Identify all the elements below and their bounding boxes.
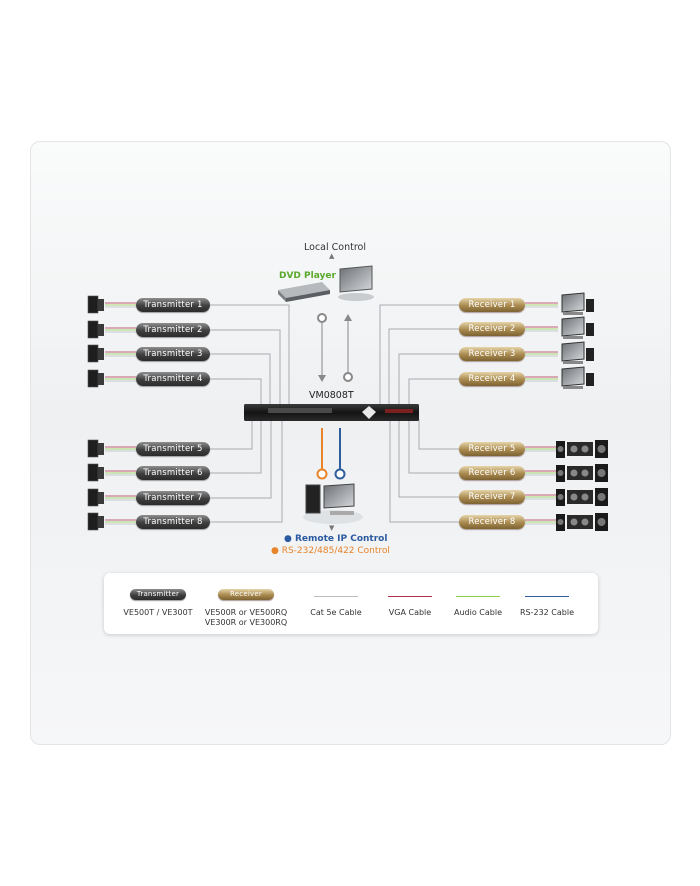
arrow-up-icon: ▲ [329, 252, 335, 260]
cat5-cable [210, 304, 290, 405]
receiver-pill: Receiver 1 [459, 298, 525, 312]
receiver-pill: Receiver 3 [459, 347, 525, 361]
receiver-pill: Receiver 5 [459, 442, 525, 456]
cat5-cable [210, 419, 253, 450]
legend-receiver-models-1: VE500R or VE500RQ [204, 608, 288, 617]
legend-rs232-swatch [525, 596, 569, 597]
legend-vga-label: VGA Cable [388, 608, 432, 617]
transmitter-pill: Transmitter 2 [136, 323, 210, 337]
cat5-cable [418, 419, 459, 450]
legend-rs232-label: RS-232 Cable [519, 608, 575, 617]
cat5-cable [379, 304, 459, 405]
rs232-control-label: ● RS-232/485/422 Control [271, 546, 390, 556]
cat5-cable [408, 419, 459, 474]
transmitter-pill: Transmitter 1 [136, 298, 210, 312]
cat5-cable [408, 378, 459, 405]
matrix-switch-icon [244, 404, 419, 421]
tower-pc-icon [87, 344, 104, 363]
legend-transmitter-models: VE500T / VE300T [123, 608, 193, 617]
remote-ip-label: ● Remote IP Control [284, 534, 388, 544]
cat5-cable [210, 419, 283, 523]
cat5-cable [210, 378, 262, 405]
cat5-cable [210, 329, 281, 405]
rs232-control-text: RS-232/485/422 Control [281, 546, 390, 556]
cat5-cable [398, 353, 459, 405]
cat5-cable [210, 353, 271, 405]
device-layer [87, 265, 608, 531]
transmitter-pill: Transmitter 7 [136, 491, 210, 505]
tower-pc-icon [87, 463, 104, 482]
legend-audio-swatch [456, 596, 500, 597]
monitor-icon [338, 265, 374, 301]
receiver-pill: Receiver 8 [459, 515, 525, 529]
arrow-down-icon [318, 375, 326, 382]
switch-model-label: VM0808T [309, 390, 354, 401]
pc-console-icon [303, 483, 363, 524]
legend-receiver-pill: Receiver [218, 589, 274, 600]
cat5-cable [388, 328, 459, 405]
transmitter-pill: Transmitter 5 [136, 442, 210, 456]
connector-icon [343, 372, 353, 382]
monitor-speakers-icon [561, 366, 594, 389]
tower-pc-icon [87, 320, 104, 339]
receiver-pill: Receiver 7 [459, 490, 525, 504]
connector-icon [334, 468, 346, 480]
tower-pc-icon [87, 369, 104, 388]
monitor-speakers-icon [561, 341, 594, 364]
home-theater-icon [556, 464, 608, 482]
cat5-cable [210, 419, 272, 499]
legend-transmitter-pill: Transmitter [130, 589, 186, 600]
home-theater-icon [556, 488, 608, 506]
legend-cat5-swatch [314, 596, 358, 597]
cat5-cable [389, 419, 459, 523]
monitor-speakers-icon [561, 316, 594, 339]
tower-pc-icon [87, 295, 104, 314]
legend-vga-swatch [388, 596, 432, 597]
cat5-cable [210, 419, 262, 474]
cat5-cable [398, 419, 459, 498]
connector-icon [316, 468, 328, 480]
tower-pc-icon [87, 512, 104, 531]
transmitter-pill: Transmitter 4 [136, 372, 210, 386]
legend-box: Transmitter VE500T / VE300T Receiver VE5… [104, 573, 598, 634]
dvd-player-label: DVD Player [279, 271, 336, 281]
tower-pc-icon [87, 439, 104, 458]
transmitter-pill: Transmitter 8 [136, 515, 210, 529]
home-theater-icon [556, 513, 608, 531]
connector-icon [317, 313, 327, 323]
legend-cat5-label: Cat 5e Cable [310, 608, 362, 617]
transmitter-pill: Transmitter 3 [136, 347, 210, 361]
receiver-pill: Receiver 4 [459, 372, 525, 386]
local-control-label: Local Control [304, 242, 366, 253]
dvd-player-icon [278, 282, 330, 302]
transmitter-pill: Transmitter 6 [136, 466, 210, 480]
receiver-pill: Receiver 2 [459, 322, 525, 336]
wire-layer [105, 302, 558, 525]
arrow-down-icon: ▼ [329, 524, 335, 532]
legend-receiver-models-2: VE300R or VE300RQ [204, 618, 288, 627]
receiver-pill: Receiver 6 [459, 466, 525, 480]
tower-pc-icon [87, 488, 104, 507]
remote-ip-text: Remote IP Control [295, 534, 388, 544]
home-theater-icon [556, 440, 608, 458]
arrow-up-icon [344, 314, 352, 321]
monitor-speakers-icon [561, 292, 594, 315]
legend-audio-label: Audio Cable [454, 608, 502, 617]
